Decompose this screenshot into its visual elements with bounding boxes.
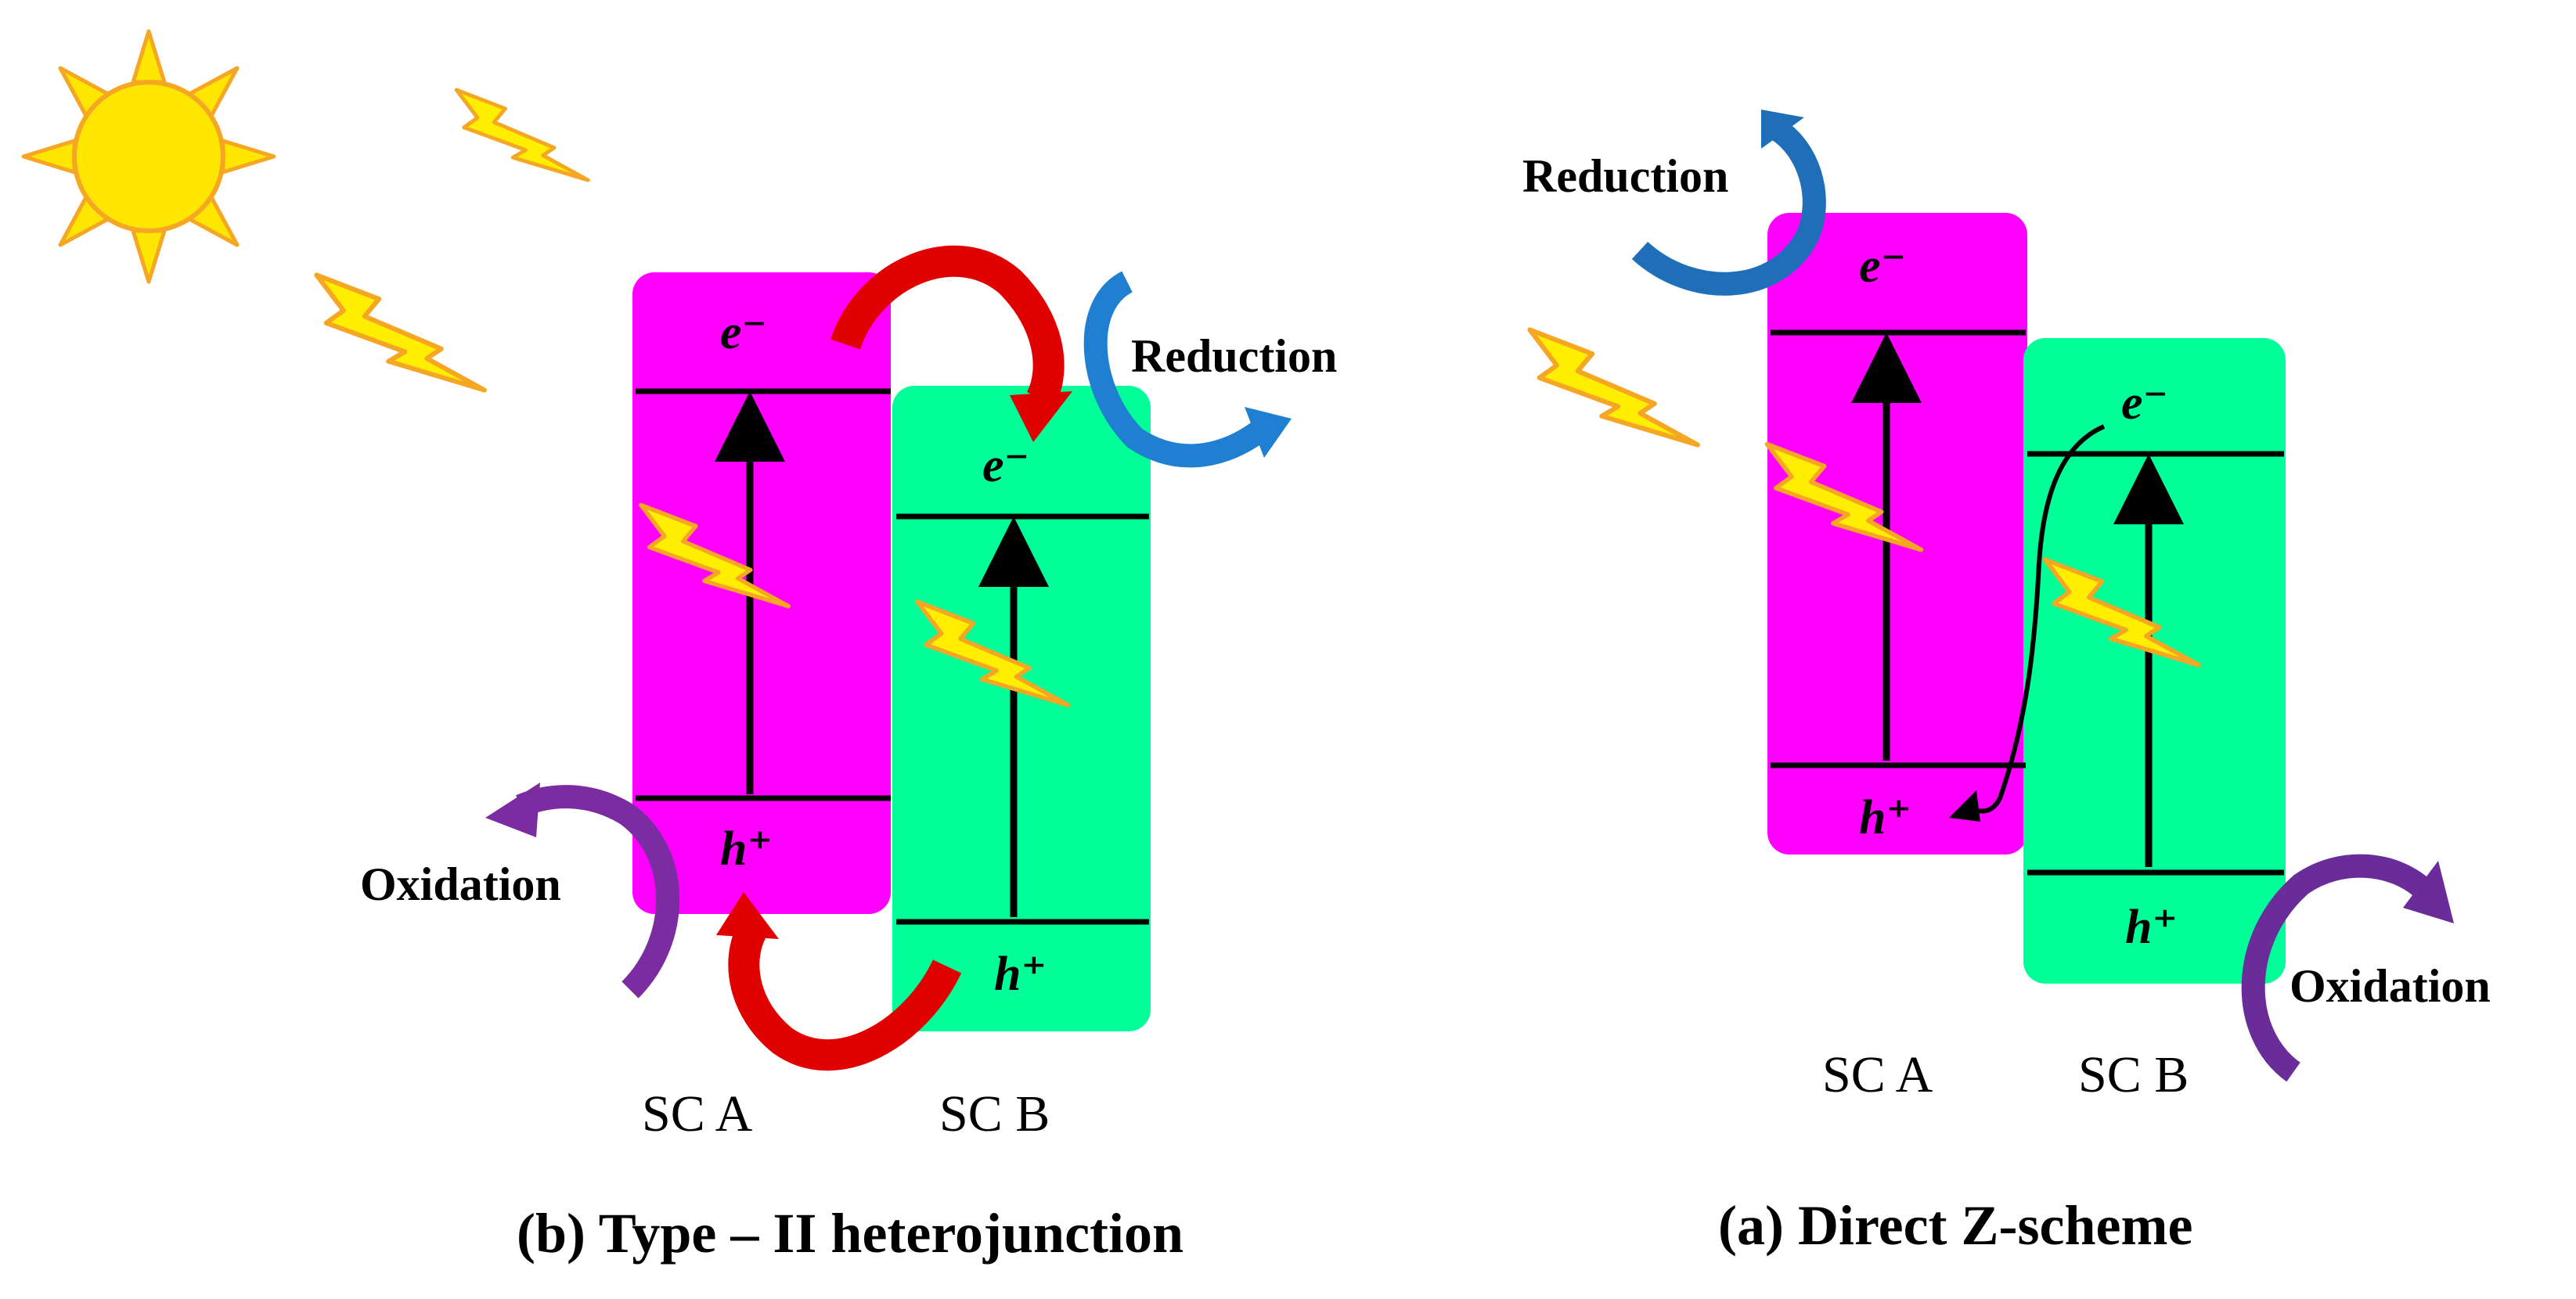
lightning-bolt-icon bbox=[1530, 330, 1698, 445]
lightning-bolt-icon bbox=[456, 90, 588, 180]
zscheme-recombination-arrow bbox=[1949, 424, 2106, 822]
type2-oxidation-label: Oxidation bbox=[360, 858, 561, 910]
zscheme-caption: (a) Direct Z-scheme bbox=[1718, 1194, 2192, 1257]
type2-oxidation-arrow bbox=[485, 783, 680, 999]
lightning-bolt-icon bbox=[317, 275, 485, 390]
zscheme-sc-a-box bbox=[1767, 213, 2027, 855]
type2-reduction-label: Reduction bbox=[1131, 330, 1337, 382]
zscheme-sc-a-label: SC A bbox=[1822, 1046, 1933, 1103]
direct-zscheme: e⁻ e⁻ h⁺ h⁺ Reduction Oxidation SC A SC … bbox=[1522, 110, 2491, 1257]
type2-hole-a: h⁺ bbox=[720, 822, 773, 876]
sun-icon bbox=[21, 29, 276, 284]
zscheme-oxidation-label: Oxidation bbox=[2290, 960, 2491, 1012]
type2-electron-transfer-arrow bbox=[830, 245, 1072, 442]
type2-electron-b: e⁻ bbox=[982, 439, 1029, 492]
zscheme-hole-a: h⁺ bbox=[1859, 791, 1911, 844]
zscheme-reduction-label: Reduction bbox=[1522, 150, 1728, 202]
type2-caption: (b) Type – II heterojunction bbox=[517, 1202, 1184, 1265]
type2-hole-transfer-arrow bbox=[716, 892, 962, 1071]
zscheme-reduction-arrow bbox=[1631, 110, 1826, 296]
type2-sc-b-label: SC B bbox=[939, 1085, 1050, 1142]
type2-sc-a-label: SC A bbox=[642, 1085, 753, 1142]
zscheme-sc-b-label: SC B bbox=[2078, 1046, 2189, 1103]
zscheme-sc-b-box bbox=[2023, 338, 2286, 984]
zscheme-electron-a: e⁻ bbox=[1859, 239, 1906, 293]
type2-reduction-arrow bbox=[1083, 271, 1292, 468]
type2-hole-b: h⁺ bbox=[994, 948, 1047, 1001]
zscheme-electron-b: e⁻ bbox=[2121, 376, 2168, 430]
type2-heterojunction: e⁻ e⁻ h⁺ h⁺ Reduction Oxidation SC A SC … bbox=[360, 245, 1337, 1265]
type2-sc-b-box bbox=[892, 386, 1151, 1031]
zscheme-hole-b: h⁺ bbox=[2125, 901, 2178, 954]
type2-electron-a: e⁻ bbox=[720, 306, 767, 359]
zscheme-oxidation-arrow bbox=[2241, 854, 2454, 1082]
